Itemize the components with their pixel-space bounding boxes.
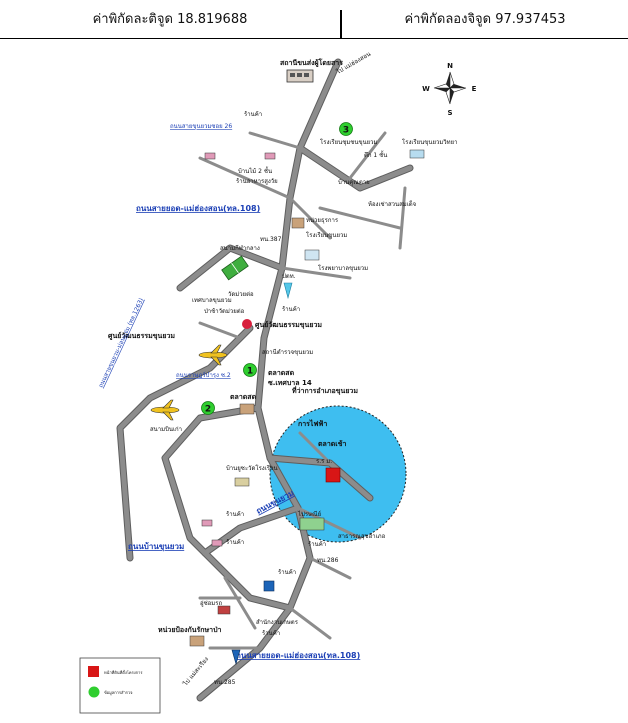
- airplane-icon: [198, 344, 228, 366]
- compass-rose: N S E W: [422, 62, 476, 117]
- forestry-label: หน่วยป้องกันรักษาป่า: [158, 625, 222, 634]
- gas-label: ปตท.: [282, 273, 296, 280]
- market2-label: ตลาดสด: [230, 393, 257, 401]
- museum-label: ศูนย์วัฒนธรรมขุนยวม: [108, 331, 175, 341]
- km285-label: ทน.285: [214, 679, 236, 686]
- school-icon: [409, 149, 425, 159]
- longitude-label: ค่าพิกัดลองจิจูด 97.937453: [404, 12, 566, 27]
- building-icon: [234, 477, 250, 487]
- compass-w: W: [422, 85, 430, 93]
- temple2-label: ป่าช้าวัดม่วยต่อ: [204, 308, 245, 315]
- stadium-label: สนามกีฬากลาง: [220, 244, 260, 252]
- police-label: ทน.387: [260, 236, 282, 243]
- market-label: ตลาดสด: [268, 369, 295, 377]
- church-label: อู่ซ่อมรถ: [200, 600, 222, 607]
- compass-e: E: [472, 85, 477, 93]
- soi-2-label: ถนนราษฎร์บำรุง ซ.2: [176, 371, 231, 379]
- market3-label: ตลาดเช้า: [318, 439, 346, 448]
- survey-point-1: [243, 363, 257, 377]
- ban-kham-label: บ้านคุณตาย: [338, 179, 370, 186]
- location-map: N S E W สถานีขนส่งผู้โดยสาร ไป แม่ฮ่องสอ…: [79, 50, 477, 714]
- transformer-label: การไฟฟ้า: [298, 419, 327, 428]
- stadium-icon: [221, 255, 249, 281]
- post-office-icon: [299, 517, 325, 531]
- legend-point-label: ข้อมูลการสำรวจ: [104, 690, 132, 696]
- house-icon: [264, 152, 276, 160]
- house-icon: [204, 152, 216, 160]
- shop-mid-label: ร้านค้า: [308, 541, 326, 548]
- main-road-north-label: ถนนสายยอด-แม่ฮ่องสอน(ทล.108): [136, 204, 260, 213]
- ptt2-label: ทน.286: [317, 557, 339, 564]
- ban-nong-label: บ้านยูซะวัดโรงเรียน: [226, 464, 278, 472]
- hospital-icon: [304, 249, 320, 261]
- school-right-label: โรงเรียนขุนยวมวิทยา: [402, 138, 458, 146]
- restaurant-label: ร้านอาหารสูงวัย: [236, 178, 278, 185]
- chinese-store-label: ร้านค้า: [282, 306, 300, 313]
- to-mae-sariang-label: ไป แม่สะเรียง: [181, 655, 210, 688]
- legend-site-swatch: [88, 666, 99, 677]
- bank-label: หน่วยธุรการ: [306, 217, 339, 224]
- gov-hospital-label: สาธารณสุขอำเภอ: [338, 533, 386, 540]
- marker-label: ศูนย์วัฒนธรรมขุนยวม: [255, 320, 322, 330]
- school-left-label: เทศบาลขุนยวม: [192, 297, 232, 304]
- compass-n: N: [447, 62, 453, 70]
- soi-26-label: ถนนสายขุนยวมซอย 26: [170, 123, 232, 130]
- shop-b-label: ร้านค้า: [226, 539, 244, 546]
- bank-icon: [291, 217, 305, 229]
- house-2fl-label: บ้านไม้ 2 ชั้น: [238, 165, 272, 175]
- house-icon: [201, 519, 213, 527]
- coordinate-header: ค่าพิกัดละติจูด 18.819688 ค่าพิกัดลองจิจ…: [0, 0, 628, 39]
- main-road-south-label: ถนนสายยอด-แม่ฮ่องสอน(ทล.108): [236, 651, 360, 660]
- district-office-label: ที่ว่าการอำเภอขุนยวม: [292, 385, 359, 395]
- shop-d-label: ร้านค้า: [262, 630, 280, 637]
- bank-sign-icon: [263, 580, 275, 592]
- fire-label: สำนักงานเกษตร: [256, 619, 299, 626]
- latitude-label: ค่าพิกัดละติจูด 18.819688: [92, 12, 248, 27]
- km-label: ร.ร ม.: [316, 458, 332, 465]
- shop-top-label: ร้านค้า: [244, 111, 262, 118]
- hospital-label: โรงพยาบาลขุนยวม: [318, 264, 368, 272]
- shop-a-label: ร้านค้า: [226, 511, 244, 518]
- temple-label: วัดม่วยต่อ: [228, 291, 254, 298]
- project-site-marker: [325, 467, 341, 483]
- school-mid-label: โรงเรียนขุนยวม: [306, 231, 347, 239]
- post-label: ไปรษณีย์: [297, 510, 321, 518]
- gas-station-icon: [283, 282, 293, 300]
- police-station-label: สถานีตำรวจขุนยวม: [262, 348, 313, 356]
- survey-point-2: [201, 401, 215, 415]
- forestry-icon: [189, 635, 205, 647]
- market-icon: [239, 403, 255, 415]
- airport-label: สนามบินเก่า: [150, 426, 182, 433]
- soi-14-label: ซ.เทศบาล 14: [268, 379, 312, 387]
- shop-c-label: ร้านค้า: [278, 569, 296, 576]
- bus-station-label: สถานีขนส่งผู้โดยสาร: [280, 58, 343, 68]
- header-divider: [340, 10, 342, 38]
- survey-point-3-number: 3: [343, 126, 349, 136]
- airplane-icon-2: [150, 399, 180, 421]
- compass-s: S: [447, 109, 452, 117]
- survey-point-1-number: 1: [247, 367, 253, 377]
- survey-point-2-number: 2: [205, 405, 211, 415]
- local-road-label: ถนนสายขุนยวม-ม่อนแจ่ม (ทล.1263): [97, 297, 145, 389]
- office-label: ห้องเช่าสวนสมเด็จ: [368, 199, 416, 208]
- legend-point-swatch: [88, 686, 100, 698]
- bldg-1-label: ตึก 1 ชั้น: [364, 149, 387, 159]
- map-legend: หน้าที่ดินที่ตั้งโครงการ ข้อมูลการสำรวจ: [79, 657, 161, 714]
- garage-icon: [217, 605, 231, 615]
- minor-roads: [198, 131, 407, 650]
- school-top-label: โรงเรียนชุมชนขุนยวม: [320, 138, 378, 146]
- gas-station-icon-2: [231, 649, 241, 666]
- survey-point-3: [339, 122, 353, 136]
- bus-icon: [286, 69, 314, 83]
- marker-icon: [242, 319, 252, 329]
- ban-khun-yuam-road-label: ถนนบ้านขุนยวม: [128, 541, 184, 552]
- legend-site-label: หน้าที่ดินที่ตั้งโครงการ: [104, 668, 143, 675]
- house-icon: [211, 539, 223, 547]
